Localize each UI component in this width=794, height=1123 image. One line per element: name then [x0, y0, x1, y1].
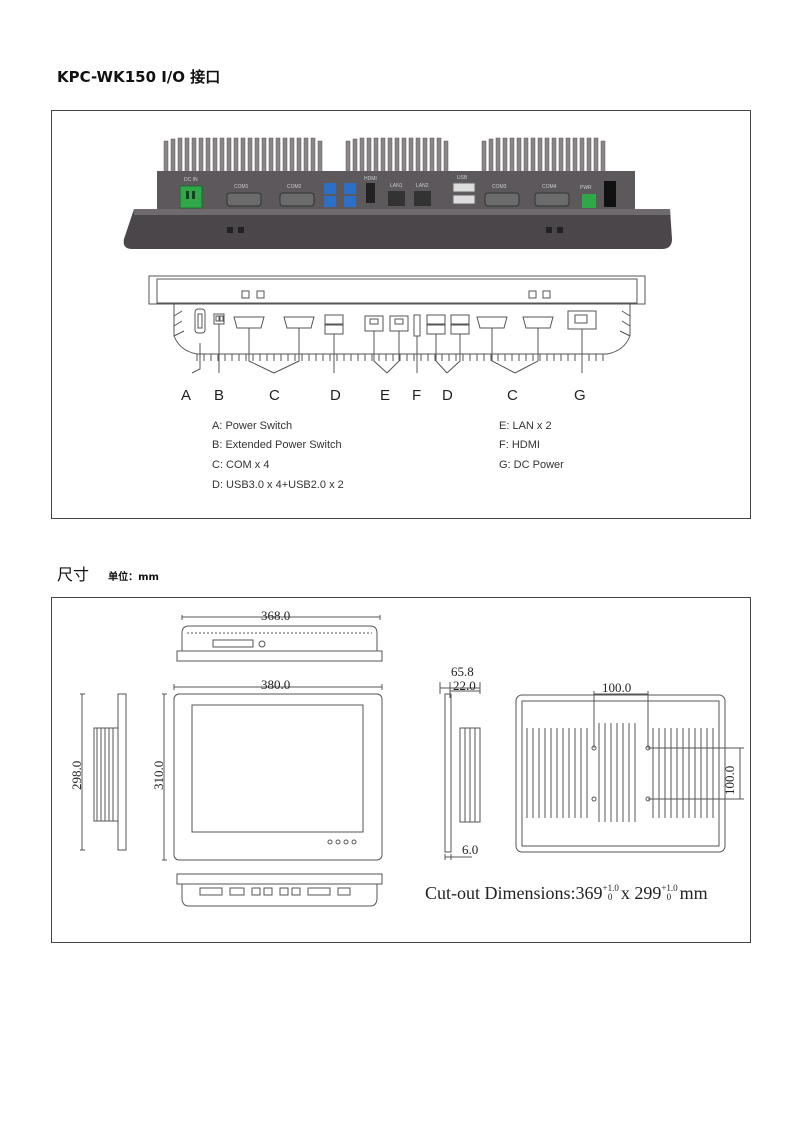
dim-depth-total: 65.8	[451, 664, 474, 679]
photo-label-dc-in: DC IN	[184, 177, 198, 183]
bottom-view-drawing	[176, 873, 383, 907]
io-section-title: KPC-WK150 I/O 接口	[57, 68, 221, 86]
dimension-figure-frame: 368.0 380.0 310.0 298.0 65.8 22.0 6.0 10…	[51, 597, 751, 943]
photo-label-lan2: LAN2	[416, 183, 429, 189]
cutout-width-tol-zero: 0	[607, 892, 613, 902]
enclosure-photo: DC IN COM1 COM2 HDMI LAN1 LAN2 USB COM3 …	[123, 137, 672, 249]
port-letter-f: F	[412, 387, 422, 404]
photo-label-power: PWR	[580, 185, 592, 191]
legend-a: A: Power Switch	[212, 420, 293, 432]
cutout-height-tol-plus: +1.0	[661, 883, 678, 893]
cutout-width-tol-plus: +1.0	[602, 883, 619, 893]
legend-d: D: USB3.0 x 4+USB2.0 x 2	[212, 479, 344, 491]
legend-f: F: HDMI	[499, 439, 540, 451]
legend-b: B: Extended Power Switch	[212, 439, 342, 451]
dim-front-width: 380.0	[261, 677, 291, 692]
dimension-title-text: 尺寸	[57, 565, 90, 584]
photo-label-com4: COM4	[542, 184, 557, 190]
dimension-drawings	[80, 615, 744, 907]
cutout-unit: mm	[679, 883, 708, 903]
port-letter-d-2: D	[442, 387, 453, 404]
io-figure-frame: DC IN COM1 COM2 HDMI LAN1 LAN2 USB COM3 …	[51, 110, 751, 519]
depth-side-view	[439, 682, 481, 860]
port-letter-c-2: C	[507, 387, 518, 404]
photo-label-com2: COM2	[287, 184, 302, 190]
cutout-label: Cut-out Dimensions:	[425, 883, 576, 903]
cutout-height: 299	[634, 883, 662, 903]
photo-label-lan1: LAN1	[390, 183, 403, 189]
dim-front-height: 310.0	[151, 760, 166, 790]
cutout-width: 369	[575, 883, 603, 903]
io-illustration: DC IN COM1 COM2 HDMI LAN1 LAN2 USB COM3 …	[123, 137, 672, 374]
photo-label-com1: COM1	[234, 184, 249, 190]
dim-mount-horizontal: 100.0	[602, 680, 632, 695]
cutout-dimensions: Cut-out Dimensions:369+1.00 x 299+1.00 m…	[425, 883, 708, 904]
dim-mount-vertical: 100.0	[722, 765, 737, 795]
photo-label-com3: COM3	[492, 184, 507, 190]
dimension-section-title: 尺寸 单位：mm	[57, 561, 159, 585]
io-line-drawing	[148, 275, 646, 374]
front-view-drawing	[162, 684, 383, 861]
top-view-drawing	[176, 615, 383, 662]
port-letter-b: B	[214, 387, 225, 404]
dim-bezel: 6.0	[462, 842, 479, 857]
legend-e: E: LAN x 2	[499, 420, 552, 432]
port-letter-c: C	[269, 387, 280, 404]
port-letter-g: G	[574, 387, 586, 404]
photo-label-usb: USB	[457, 175, 468, 181]
dim-depth-body: 22.0	[453, 678, 476, 693]
legend-c: C: COM x 4	[212, 459, 270, 471]
port-letter-a: A	[181, 387, 192, 404]
port-letter-e: E	[380, 387, 391, 404]
left-side-view	[80, 693, 127, 851]
port-letter-d: D	[330, 387, 341, 404]
cutout-height-tol-zero: 0	[666, 892, 672, 902]
photo-label-hdmi: HDMI	[364, 176, 377, 182]
dim-side-height: 298.0	[69, 760, 84, 790]
cutout-times: x	[620, 883, 630, 903]
dim-top-width: 368.0	[261, 608, 291, 623]
rear-view-drawing	[515, 691, 744, 853]
dimension-unit: 单位：mm	[108, 572, 159, 583]
legend-g: G: DC Power	[499, 459, 564, 471]
